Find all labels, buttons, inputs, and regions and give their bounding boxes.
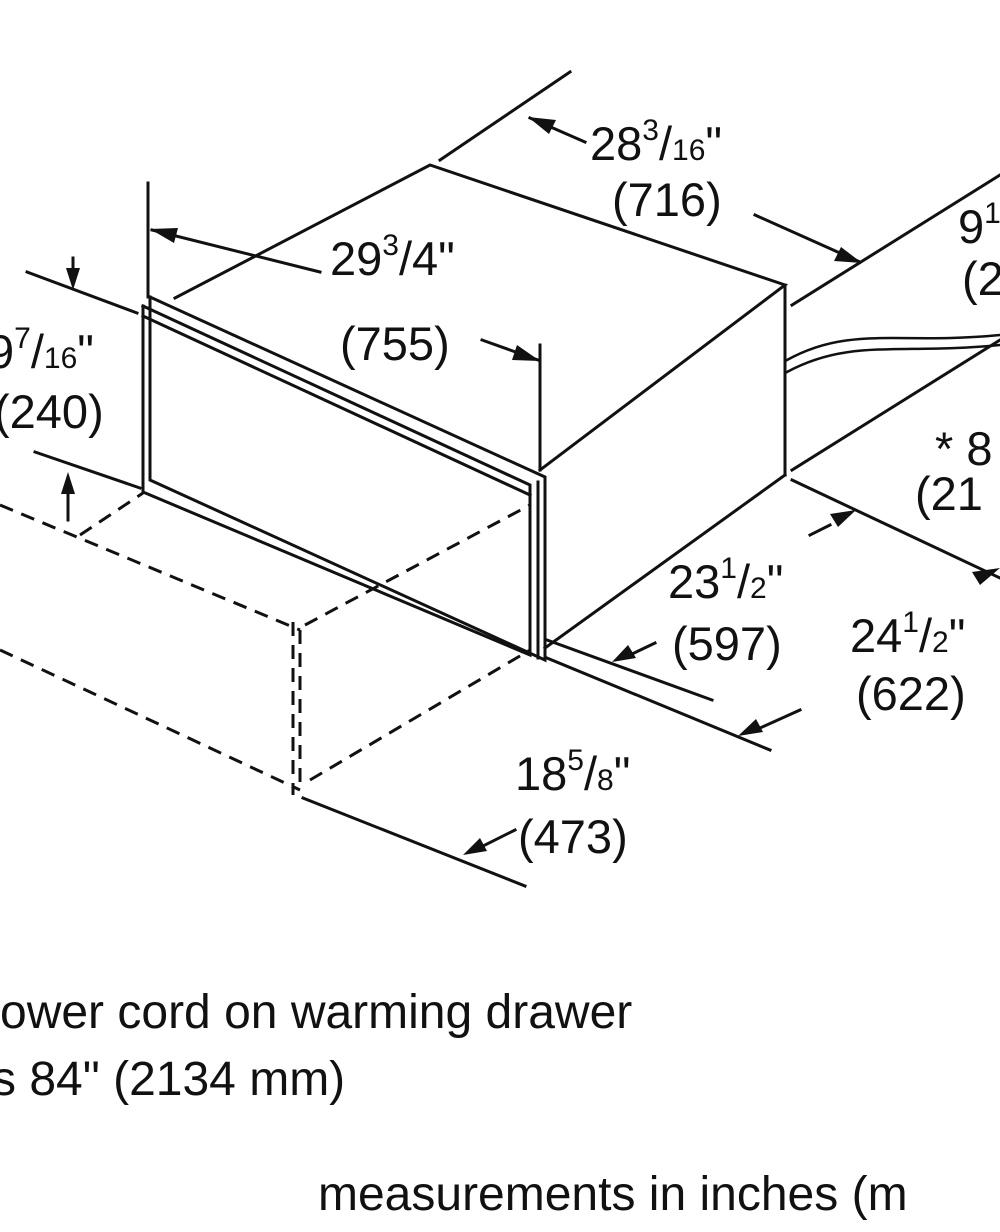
dim-den: 4 [412, 232, 438, 285]
dim-num: 7 [14, 322, 31, 355]
cabinet-cutout [0, 491, 531, 795]
dimension-depth-total: 283/16" (716) [437, 69, 1000, 308]
dim-whole: 9 [958, 200, 984, 253]
power-cord-note-line2: s 84" (2134 mm) [0, 1053, 345, 1106]
dim-mm: (716) [612, 173, 722, 226]
svg-text:97/16": 97/16" [0, 322, 94, 378]
dimension-right-partial: 91 (2 * 8 (21 [789, 197, 1000, 520]
dim-whole: 9 [0, 325, 14, 378]
dim-mm: (622) [856, 667, 966, 720]
dim-mm: (755) [340, 317, 450, 370]
dim-den: 16 [672, 134, 705, 167]
dim-num: 3 [382, 229, 399, 262]
dim-mm: (2 [962, 252, 1000, 305]
dim-den: 2 [932, 626, 949, 659]
units-footnote: measurements in inches (m [318, 1168, 908, 1221]
svg-text:241/2": 241/2" [850, 606, 965, 662]
svg-text:293/4": 293/4" [330, 229, 455, 285]
dim-num: 3 [642, 114, 659, 147]
dim-num: 1 [720, 552, 737, 585]
dim-den: 16 [44, 342, 77, 375]
dim-whole: 24 [850, 609, 902, 662]
cord-length-mm: (21 [915, 467, 983, 520]
dimension-cutout-front: 185/8" (473) [301, 744, 630, 888]
dim-num: 1 [902, 606, 919, 639]
dim-num: 1 [984, 197, 1000, 230]
cord-length-label: * 8 [935, 422, 993, 475]
dim-mm: (473) [518, 810, 628, 863]
dim-whole: 29 [330, 232, 382, 285]
drawer-body [172, 163, 789, 651]
dimension-depth-body: 231/2" (597) [545, 478, 1000, 702]
power-cord [785, 333, 1000, 374]
dim-mm: (597) [672, 617, 782, 670]
dim-den: 2 [750, 572, 767, 605]
dim-whole: 18 [515, 747, 567, 800]
dim-den: 8 [597, 764, 614, 797]
dimension-height: 97/16" (240) [0, 256, 142, 522]
svg-text:91: 91 [958, 197, 1000, 253]
drawer-front-panel [141, 294, 547, 663]
dim-whole: 23 [668, 555, 720, 608]
svg-text:283/16": 283/16" [590, 114, 722, 170]
svg-text:231/2": 231/2" [668, 552, 783, 608]
dim-mm: (240) [0, 385, 104, 438]
power-cord-note-line1: ower cord on warming drawer [0, 986, 632, 1039]
svg-text:185/8": 185/8" [515, 744, 630, 800]
dimension-width: 293/4" (755) [146, 181, 542, 472]
dim-whole: 28 [590, 117, 642, 170]
dimension-depth-cutout: 241/2" (622) [545, 568, 1000, 752]
dim-num: 5 [567, 744, 584, 777]
